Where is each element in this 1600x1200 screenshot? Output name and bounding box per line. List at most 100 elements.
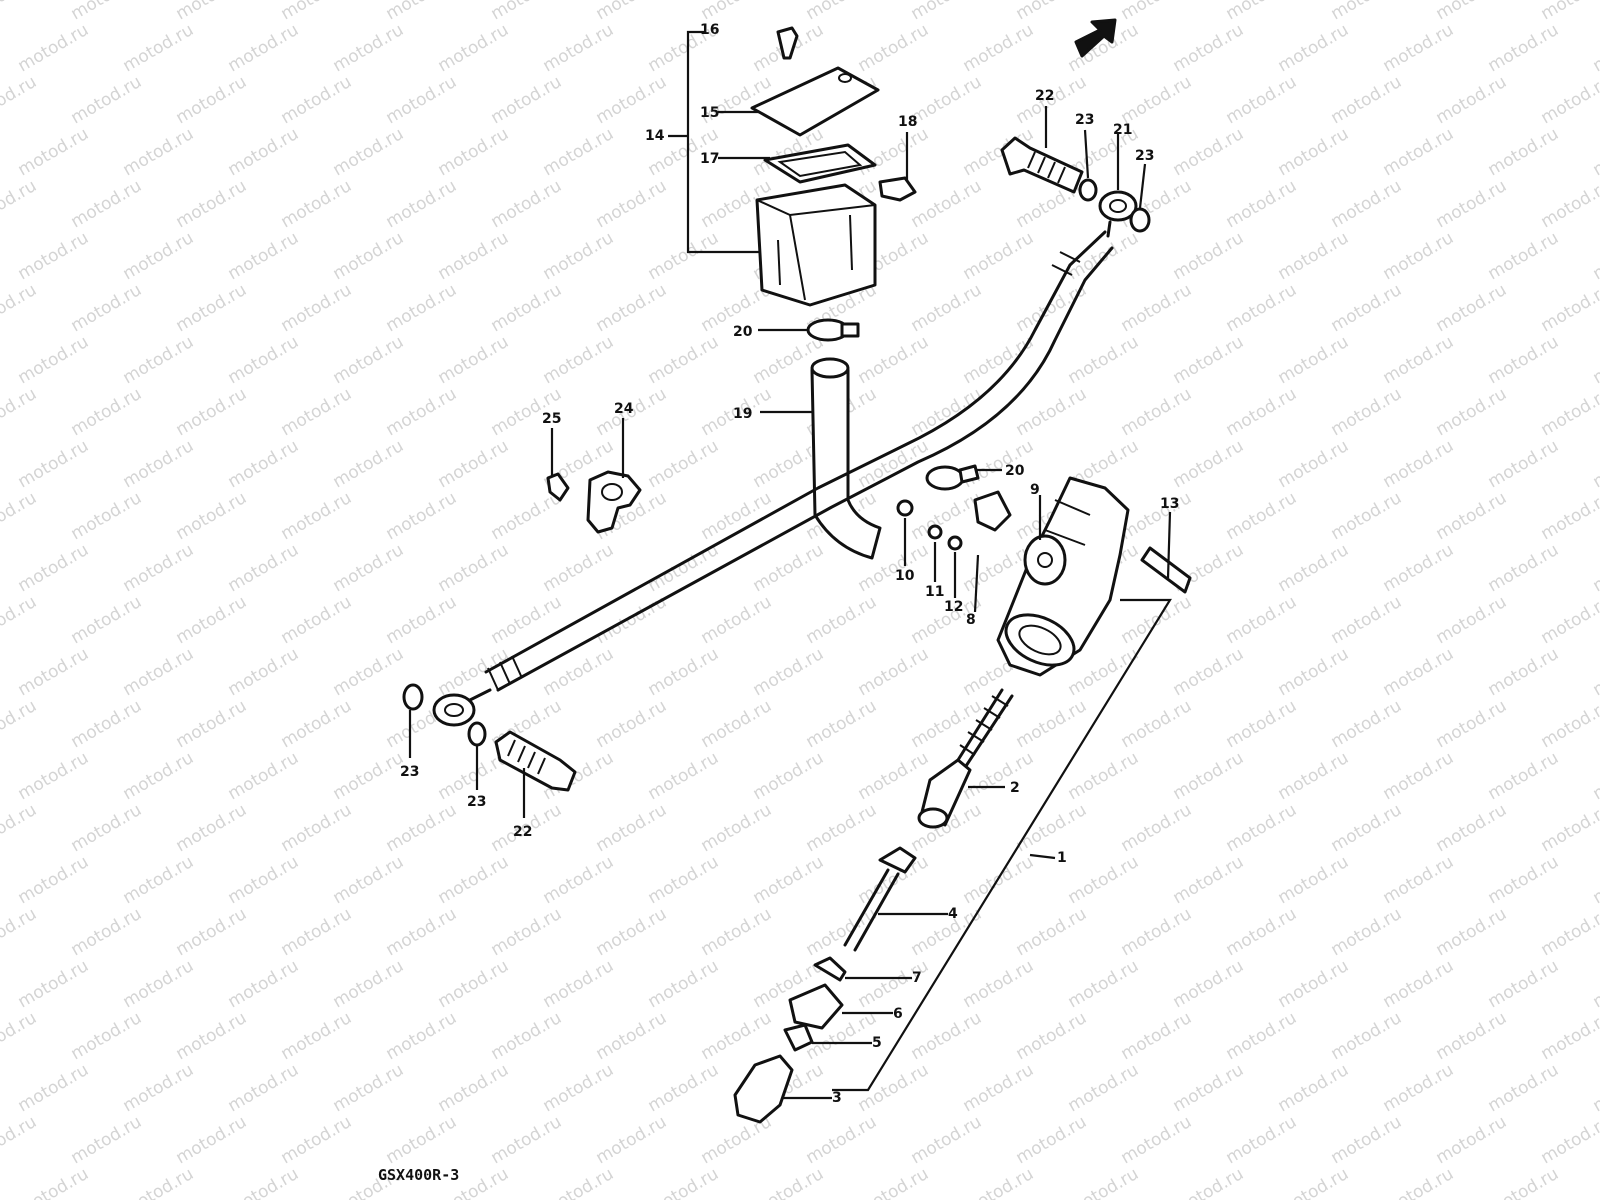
- watermark-text: motod.ru: [908, 72, 986, 128]
- watermark-text: motod.ru: [1538, 1008, 1600, 1064]
- watermark-text: motod.ru: [1328, 176, 1406, 232]
- callout-c20a: 20: [733, 324, 753, 340]
- watermark-text: motod.ru: [1538, 0, 1600, 24]
- watermark-text: motod.ru: [15, 956, 93, 1012]
- watermark-text: motod.ru: [0, 800, 40, 856]
- watermark-text: motod.ru: [540, 332, 618, 388]
- watermark-text: motod.ru: [1223, 280, 1301, 336]
- watermark-text: motod.ru: [173, 1112, 251, 1168]
- watermark-text: motod.ru: [1590, 1164, 1600, 1200]
- watermark-text: motod.ru: [1170, 1164, 1248, 1200]
- watermark-text: motod.ru: [960, 436, 1038, 492]
- watermark-text: motod.ru: [120, 852, 198, 908]
- watermark-text: motod.ru: [15, 1164, 93, 1200]
- upper-banjo-bolt: [1000, 106, 1151, 233]
- watermark-text: motod.ru: [750, 852, 828, 908]
- watermark-text: motod.ru: [750, 644, 828, 700]
- watermark-text: motod.ru: [383, 592, 461, 648]
- watermark-text: motod.ru: [855, 124, 933, 180]
- watermark-text: motod.ru: [540, 124, 618, 180]
- callout-c8: 8: [966, 612, 976, 628]
- watermark-text: motod.ru: [225, 644, 303, 700]
- watermark-text: motod.ru: [593, 176, 671, 232]
- watermark-text: motod.ru: [908, 176, 986, 232]
- watermark-text: motod.ru: [1485, 1164, 1563, 1200]
- watermark-text: motod.ru: [173, 280, 251, 336]
- watermark-text: motod.ru: [1380, 748, 1458, 804]
- watermark-text: motod.ru: [1275, 228, 1353, 284]
- watermark-text: motod.ru: [225, 436, 303, 492]
- watermark-text: motod.ru: [1590, 644, 1600, 700]
- callout-c14: 14: [645, 128, 665, 144]
- watermark-text: motod.ru: [645, 956, 723, 1012]
- watermark-text: motod.ru: [1485, 228, 1563, 284]
- callout-c22a: 22: [1035, 88, 1054, 104]
- watermark-text: motod.ru: [173, 176, 251, 232]
- watermark-text: motod.ru: [1223, 488, 1301, 544]
- callout-c4: 4: [948, 906, 958, 922]
- watermark-text: motod.ru: [1590, 228, 1600, 284]
- watermark-text: motod.ru: [1013, 280, 1091, 336]
- callout-c23d: 23: [467, 794, 486, 810]
- watermark-text: motod.ru: [488, 904, 566, 960]
- watermark-text: motod.ru: [68, 592, 146, 648]
- inlet-screw-parts: [896, 495, 1042, 613]
- watermark-text: motod.ru: [960, 956, 1038, 1012]
- watermark-text: motod.ru: [855, 1060, 933, 1116]
- watermark-text: motod.ru: [278, 72, 356, 128]
- watermark-text: motod.ru: [645, 1060, 723, 1116]
- watermark-text: motod.ru: [225, 852, 303, 908]
- watermark-text: motod.ru: [645, 748, 723, 804]
- watermark-text: motod.ru: [1380, 332, 1458, 388]
- callout-c23a: 23: [1075, 112, 1094, 128]
- watermark-text: motod.ru: [1538, 176, 1600, 232]
- watermark-text: motod.ru: [855, 332, 933, 388]
- watermark-text: motod.ru: [15, 748, 93, 804]
- watermark-text: motod.ru: [908, 488, 986, 544]
- watermark-text: motod.ru: [435, 228, 513, 284]
- watermark-text: motod.ru: [1275, 540, 1353, 596]
- watermark-text: motod.ru: [698, 592, 776, 648]
- watermark-text: motod.ru: [15, 20, 93, 76]
- watermark-text: motod.ru: [1485, 644, 1563, 700]
- watermark-text: motod.ru: [960, 20, 1038, 76]
- watermark-text: motod.ru: [1538, 696, 1600, 752]
- watermark-text: motod.ru: [68, 72, 146, 128]
- watermark-text: motod.ru: [15, 124, 93, 180]
- watermark-text: motod.ru: [1223, 800, 1301, 856]
- watermark-text: motod.ru: [173, 72, 251, 128]
- watermark-text: motod.ru: [803, 1112, 881, 1168]
- watermark-text: motod.ru: [173, 1008, 251, 1064]
- watermark-text: motod.ru: [1275, 20, 1353, 76]
- watermark-text: motod.ru: [1590, 124, 1600, 180]
- watermark-text: motod.ru: [383, 800, 461, 856]
- callout-c11: 11: [925, 584, 944, 600]
- watermark-text: motod.ru: [1275, 644, 1353, 700]
- callout-c15: 15: [700, 105, 719, 121]
- watermark-text: motod.ru: [278, 280, 356, 336]
- watermark-text: motod.ru: [960, 1164, 1038, 1200]
- watermark-text: motod.ru: [1013, 696, 1091, 752]
- watermark-text: motod.ru: [225, 228, 303, 284]
- callout-c10: 10: [895, 568, 915, 584]
- push-rod: [843, 846, 948, 952]
- watermark-text: motod.ru: [1485, 540, 1563, 596]
- watermark-text: motod.ru: [1223, 1112, 1301, 1168]
- watermark-text: motod.ru: [1328, 384, 1406, 440]
- watermark-text: motod.ru: [330, 748, 408, 804]
- watermark-text: motod.ru: [1380, 436, 1458, 492]
- watermark-text: motod.ru: [645, 644, 723, 700]
- watermark-text: motod.ru: [173, 592, 251, 648]
- watermark-text: motod.ru: [1328, 1008, 1406, 1064]
- watermark-text: motod.ru: [645, 332, 723, 388]
- watermark-text: motod.ru: [855, 20, 933, 76]
- watermark-text: motod.ru: [593, 800, 671, 856]
- watermark-text: motod.ru: [0, 1008, 40, 1064]
- watermark-text: motod.ru: [278, 904, 356, 960]
- callout-c19: 19: [733, 406, 752, 422]
- watermark-text: motod.ru: [1275, 436, 1353, 492]
- watermark-text: motod.ru: [225, 540, 303, 596]
- watermark-text: motod.ru: [1590, 540, 1600, 596]
- watermark-text: motod.ru: [1223, 904, 1301, 960]
- watermark-text: motod.ru: [1433, 488, 1511, 544]
